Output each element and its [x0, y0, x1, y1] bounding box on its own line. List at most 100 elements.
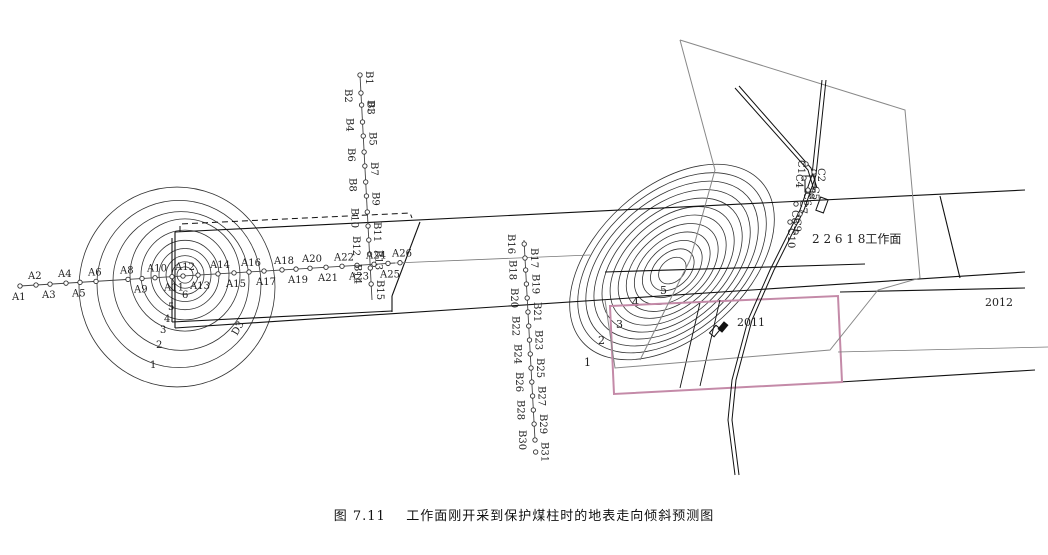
- label-2012: 2012: [985, 296, 1013, 309]
- contour-label-left: 2: [156, 340, 162, 351]
- survey-point-b8: [363, 179, 369, 185]
- survey-point-c9: [787, 219, 793, 225]
- survey-point-a4: [63, 280, 69, 286]
- face-2011-inner-2: [699, 299, 721, 387]
- survey-point-b2: [358, 90, 364, 96]
- survey-point-a17: [261, 268, 267, 274]
- point-label-b30: B30: [516, 430, 527, 450]
- survey-point-b27: [529, 393, 536, 399]
- survey-point-b10: [364, 209, 370, 215]
- point-label-b22: B22: [510, 316, 521, 336]
- point-label-b18: B18: [507, 260, 518, 280]
- survey-point-a18: [279, 267, 285, 273]
- point-label-a5: A5: [71, 288, 86, 299]
- survey-point-b21: [525, 309, 531, 315]
- label-2011: 2011: [737, 316, 765, 329]
- survey-point-b24: [527, 351, 533, 357]
- dashed-boundary: [179, 212, 413, 232]
- point-label-a22: A22: [333, 252, 354, 263]
- contour-right: [625, 223, 719, 312]
- point-label-b28: B28: [514, 400, 525, 420]
- point-label-b7: B7: [368, 162, 379, 176]
- survey-point-b14: [367, 265, 373, 271]
- survey-point-b19: [523, 281, 530, 287]
- point-label-c7: C7: [797, 200, 808, 214]
- point-label-c10: C10: [785, 228, 796, 248]
- survey-point-b20: [524, 295, 530, 301]
- point-label-b20: B20: [508, 288, 519, 308]
- contour-label-right: 1: [584, 356, 591, 369]
- point-label-b4: B4: [344, 118, 355, 132]
- survey-point-b9: [363, 193, 370, 199]
- point-label-a25: A25: [379, 269, 400, 280]
- contour-left: [140, 229, 230, 321]
- survey-point-b3: [358, 102, 365, 108]
- contour-right: [593, 189, 751, 340]
- survey-point-a25: [385, 260, 391, 267]
- point-label-b9: B9: [369, 192, 380, 206]
- point-label-a9: A9: [133, 285, 148, 296]
- workface-outlines: [171, 189, 1036, 383]
- survey-point-c6: [809, 193, 815, 199]
- point-label-b24: B24: [511, 344, 522, 364]
- label-d1: D1: [365, 100, 375, 113]
- point-label-b21: B21: [531, 302, 542, 322]
- survey-point-b4: [359, 119, 366, 125]
- survey-point-b16: [521, 241, 527, 247]
- observation-line-gray: [604, 39, 921, 369]
- point-label-a4: A4: [57, 269, 72, 280]
- survey-point-a16: [246, 269, 252, 275]
- survey-point-c10: [793, 229, 799, 235]
- point-label-b2: B2: [342, 89, 353, 103]
- building-c2: [815, 196, 829, 214]
- contour-left: [112, 211, 250, 351]
- contour-left: [96, 199, 262, 369]
- contour-right: [585, 180, 759, 347]
- point-label-b16: B16: [505, 234, 516, 254]
- caption-title: 工作面刚开采到保护煤柱时的地表走向倾斜预测图: [406, 509, 715, 524]
- point-label-a12: A12: [174, 262, 195, 273]
- survey-point-a10: [152, 275, 158, 281]
- survey-point-b31: [533, 449, 539, 455]
- point-label-a10: A10: [146, 264, 167, 275]
- point-label-c8: C8: [789, 210, 800, 224]
- survey-point-b1: [357, 72, 363, 78]
- survey-point-a21: [323, 264, 329, 270]
- point-label-a1: A1: [11, 292, 26, 303]
- face-2011-inner: [679, 302, 701, 389]
- point-label-b15: B15: [374, 280, 385, 300]
- point-label-a26: A26: [391, 249, 412, 260]
- point-label-b12: B12: [350, 236, 361, 256]
- contour-right: [609, 206, 735, 326]
- contour-label-right: 3: [616, 318, 623, 331]
- contour-right: [577, 172, 767, 354]
- contour-right: [617, 214, 727, 319]
- point-label-a14: A14: [209, 260, 230, 271]
- survey-point-b7: [362, 163, 368, 169]
- survey-point-c5: [805, 187, 811, 193]
- survey-point-c8: [797, 211, 803, 217]
- survey-point-a26: [397, 260, 403, 266]
- point-label-c9: C9: [791, 218, 802, 232]
- survey-point-b15: [368, 281, 374, 287]
- contour-label-left: 4: [164, 314, 170, 325]
- survey-point-c2: [811, 169, 817, 175]
- survey-point-c7: [793, 201, 799, 207]
- observation-line-gray-2: [639, 39, 716, 361]
- point-label-a6: A6: [87, 267, 102, 278]
- survey-point-a11: [169, 274, 175, 280]
- survey-point-c4: [801, 175, 807, 181]
- point-label-c5: C5: [809, 186, 820, 200]
- survey-point-a2: [33, 282, 39, 288]
- point-label-b5: B5: [366, 132, 377, 146]
- figure-caption: 图 7.11 工作面刚开采到保护煤柱时的地表走向倾斜预测图: [0, 505, 1048, 524]
- survey-point-b5: [360, 133, 366, 139]
- point-label-b10: B10: [348, 208, 359, 228]
- contour-left: [158, 248, 212, 302]
- building-c: [804, 175, 816, 193]
- point-label-b6: B6: [345, 148, 356, 162]
- survey-points: [17, 72, 817, 455]
- point-label-b23: B23: [533, 330, 544, 350]
- survey-point-a9: [139, 275, 145, 282]
